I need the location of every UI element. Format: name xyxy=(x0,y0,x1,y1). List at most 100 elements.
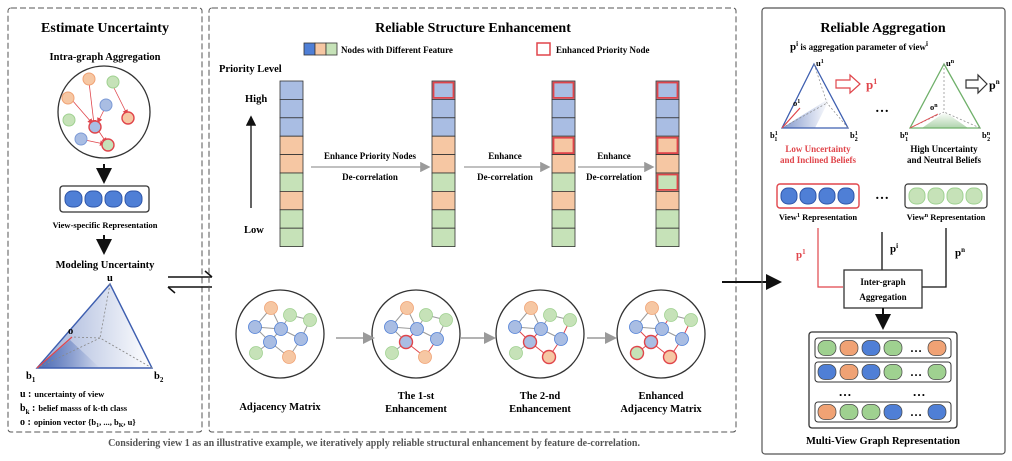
graph-node xyxy=(662,349,678,365)
graph-label-0-a: Adjacency Matrix xyxy=(239,402,321,413)
legend-nodes-swatch xyxy=(303,42,338,56)
view-specific-repr-box xyxy=(59,185,150,213)
priority-level-label: Priority Level xyxy=(219,64,282,75)
low-uncertainty-b: and Inclined Beliefs xyxy=(780,155,857,165)
stack-cell xyxy=(551,190,576,211)
view1-repr-box xyxy=(776,183,860,209)
graph-node xyxy=(508,320,522,334)
graph-node xyxy=(554,332,568,346)
step2-label-a: Enhance xyxy=(488,151,522,161)
panel-estimate-uncertainty xyxy=(7,7,203,433)
priority-stack-0 xyxy=(279,80,304,247)
graph-node xyxy=(655,322,669,336)
row-ellipsis: … xyxy=(910,341,922,355)
lpn-label: pn xyxy=(955,246,965,259)
graph-node xyxy=(643,334,659,350)
view1-repr-label: View1 Representation xyxy=(779,212,858,222)
stack-cell xyxy=(655,135,680,155)
matrix-cell xyxy=(839,340,859,356)
tri-b1: b1 xyxy=(26,371,36,384)
priority-stack-3 xyxy=(655,80,680,247)
high-uncertainty-b: and Neutral Beliefs xyxy=(907,155,981,165)
legend-priority-swatch xyxy=(536,42,551,56)
graph-node xyxy=(248,320,262,334)
pn-label: pn xyxy=(989,78,1000,92)
row-ellipsis: … xyxy=(910,365,922,379)
stack-cell xyxy=(431,117,456,137)
p1-connector xyxy=(817,228,843,288)
graph-node xyxy=(263,335,277,349)
graph-node xyxy=(398,334,414,350)
stack-cell xyxy=(551,117,576,137)
tri2-o: on xyxy=(930,102,938,112)
inter-graph-b: Aggregation xyxy=(859,292,906,302)
priority-node-highlight xyxy=(432,81,455,99)
agg-title: Reliable Aggregation xyxy=(820,21,946,36)
stack-cell xyxy=(655,190,680,211)
graph-1 xyxy=(371,289,461,379)
pn-connector xyxy=(922,228,947,288)
rse-title: Reliable Structure Enhancement xyxy=(375,21,571,36)
matrix-cell xyxy=(927,340,947,356)
stack-cell xyxy=(431,172,456,192)
stack-cell xyxy=(279,99,304,119)
stack-cell xyxy=(551,172,576,192)
graph-label-2-b: Enhancement xyxy=(509,404,571,415)
step1-label-a: Enhance Priority Nodes xyxy=(324,151,416,161)
legend-nodes-label: Nodes with Different Feature xyxy=(341,45,453,55)
graph-label-3-b: Adjacency Matrix xyxy=(620,404,702,415)
multiview-matrix: …………… xyxy=(808,331,958,429)
graph-node xyxy=(410,322,424,336)
stack-cell xyxy=(431,135,456,155)
graph-node xyxy=(541,349,557,365)
row-ellipsis: … xyxy=(910,405,922,419)
graph-node xyxy=(249,346,263,360)
graph-node xyxy=(524,301,538,315)
stack-cell xyxy=(279,135,304,155)
priority-node-highlight xyxy=(656,136,679,154)
matrix-cell xyxy=(817,404,837,420)
matrix-cell xyxy=(839,364,859,380)
stack-cell xyxy=(431,80,456,100)
graph-label-1-a: The 1-st xyxy=(398,391,435,402)
viewn-triangle xyxy=(908,62,982,129)
stack-cell xyxy=(279,154,304,174)
inter-graph-a: Inter-graph xyxy=(860,277,905,287)
matrix-row-0: … xyxy=(814,337,952,359)
graph-3 xyxy=(616,289,706,379)
graph-0 xyxy=(235,289,325,379)
p1-label: p1 xyxy=(866,77,877,92)
matrix-cell xyxy=(817,340,837,356)
bidirectional-arrow xyxy=(167,270,213,294)
uncertainty-triangle xyxy=(35,282,154,369)
stack-cell xyxy=(431,154,456,174)
stack-cell xyxy=(279,227,304,247)
tri1-u: u1 xyxy=(816,58,824,68)
graph-label-2-a: The 2-nd xyxy=(520,391,561,402)
matrix-cell xyxy=(883,364,903,380)
graph-node xyxy=(522,334,538,350)
priority-node-highlight xyxy=(552,81,575,99)
tri-u: u xyxy=(107,273,113,284)
matrix-ellipsis: … xyxy=(839,384,852,399)
stack-cell xyxy=(279,80,304,100)
pn-hollow-arrow xyxy=(965,73,988,95)
repr-dots: … xyxy=(875,188,889,203)
lp1-label: p1 xyxy=(796,248,806,261)
graph-node xyxy=(664,308,678,322)
graph-node xyxy=(645,301,659,315)
svg-text:bk :belief masss of k-th class: bk :belief masss of k-th class xyxy=(20,403,128,416)
stack-cell xyxy=(551,135,576,155)
stack-cell xyxy=(279,172,304,192)
tri-b2: b2 xyxy=(154,371,164,384)
stack-cell xyxy=(431,99,456,119)
graph-node xyxy=(629,320,643,334)
stack-cell xyxy=(655,99,680,119)
panel-structure-enhancement xyxy=(208,7,737,433)
priority-low-label: Low xyxy=(244,225,264,236)
bottom-caption: Considering view 1 as an illustrative ex… xyxy=(108,438,640,449)
